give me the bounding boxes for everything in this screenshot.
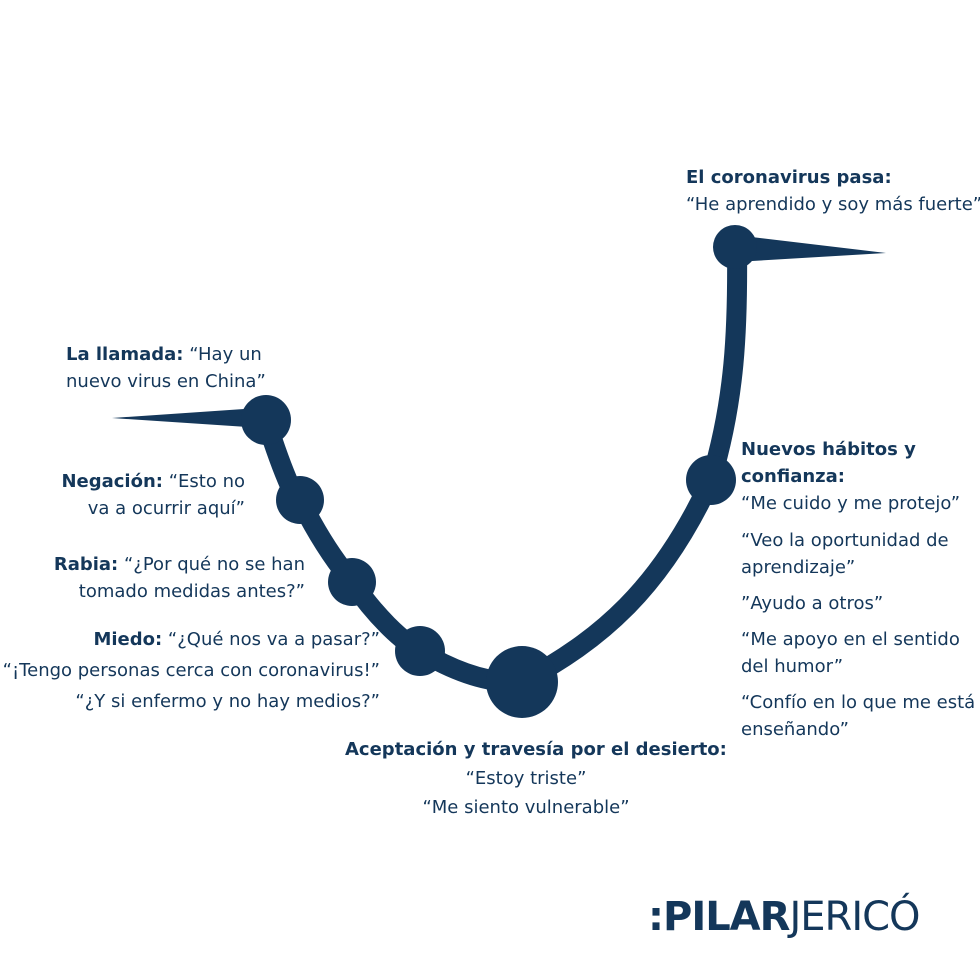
nuevos-q5a: “Confío en lo que me está (741, 692, 976, 713)
llamada-line1: “Hay un (189, 344, 262, 365)
llamada-title: La llamada: (66, 344, 184, 365)
nuevos-q4a: “Me apoyo en el sentido (741, 629, 960, 650)
label-rabia: Rabia: “¿Por qué no se han tomado medida… (54, 551, 305, 605)
label-nuevos: Nuevos hábitos y confianza: “Me cuido y … (741, 436, 975, 743)
label-llamada: La llamada: “Hay un nuevo virus en China… (66, 341, 266, 395)
logo-prefix: :PILAR (648, 894, 790, 940)
miedo-line3: “¿Y si enfermo y no hay medios?” (75, 691, 380, 712)
nuevos-q5b: enseñando” (741, 719, 849, 740)
nuevos-q2a: “Veo la oportunidad de (741, 530, 949, 551)
node-nuevos (686, 455, 736, 505)
nuevos-q2b: aprendizaje” (741, 557, 856, 578)
negacion-title: Negación: (61, 471, 163, 492)
node-llamada (241, 395, 291, 445)
node-miedo (395, 626, 445, 676)
miedo-title: Miedo: (93, 629, 163, 650)
miedo-line1: “¿Qué nos va a pasar?” (167, 629, 380, 650)
negacion-line1: “Esto no (168, 471, 245, 492)
negacion-line2: va a ocurrir aquí” (87, 498, 245, 519)
start-tail (112, 408, 262, 428)
rabia-title: Rabia: (53, 554, 119, 575)
end-tail (735, 235, 886, 262)
llamada-line2: nuevo virus en China” (66, 371, 266, 392)
aceptacion-line2: “Me siento vulnerable” (422, 797, 630, 818)
nuevos-q1: “Me cuido y me protejo” (741, 493, 961, 514)
label-negacion: Negación: “Esto no va a ocurrir aquí” (61, 468, 245, 522)
aceptacion-title: Aceptación y travesía por el desierto: (345, 739, 727, 760)
curve-path (256, 235, 748, 693)
brand-logo: :PILARJERICÓ (648, 890, 948, 944)
nuevos-title2: confianza: (741, 466, 845, 487)
nuevos-q3: ”Ayudo a otros” (741, 593, 884, 614)
node-rabia (328, 558, 376, 606)
label-pasa: El coronavirus pasa: “He aprendido y soy… (686, 164, 980, 218)
label-aceptacion: Aceptación y travesía por el desierto: “… (345, 735, 727, 822)
aceptacion-line1: “Estoy triste” (465, 768, 587, 789)
nuevos-title1: Nuevos hábitos y (741, 439, 916, 460)
node-pasa (713, 225, 757, 269)
miedo-line2: “¡Tengo personas cerca con coronavirus!” (2, 660, 380, 681)
label-miedo: Miedo: “¿Qué nos va a pasar?” “¡Tengo pe… (3, 624, 380, 717)
logo-suffix: JERICÓ (789, 894, 920, 940)
pasa-title: El coronavirus pasa: (686, 167, 892, 188)
node-negacion (276, 476, 324, 524)
pasa-line1: “He aprendido y soy más fuerte” (686, 194, 980, 215)
node-aceptacion (486, 646, 558, 718)
nuevos-q4b: del humor” (741, 656, 844, 677)
rabia-line2: tomado medidas antes?” (78, 581, 305, 602)
rabia-line1: “¿Por qué no se han (123, 554, 305, 575)
